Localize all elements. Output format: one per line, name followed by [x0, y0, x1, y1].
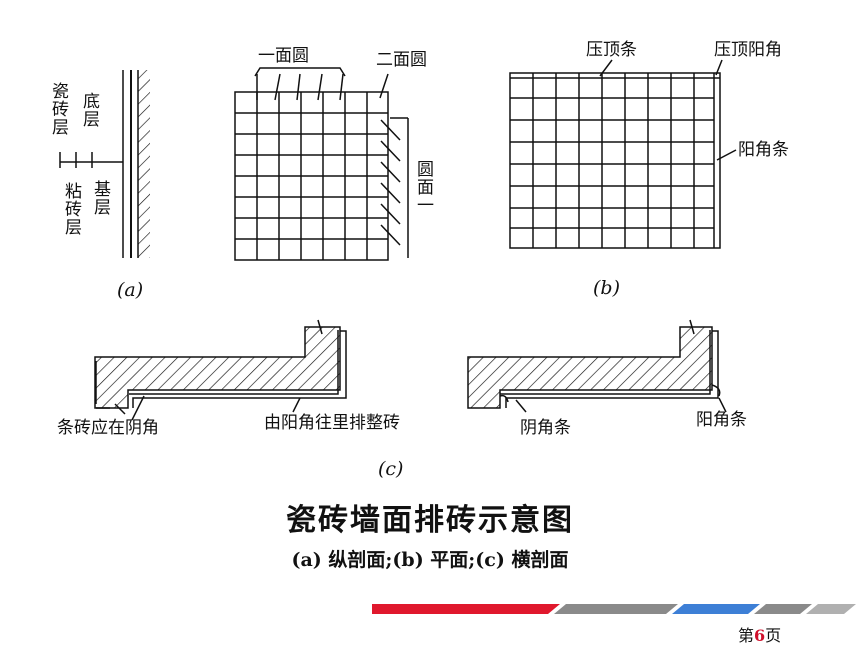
- b-tile-grid: [509, 59, 737, 249]
- label-cap-strip: 压顶条: [586, 40, 637, 60]
- c-right-section: [467, 319, 727, 413]
- label-base-coat: 底层: [79, 92, 99, 128]
- a-tile-grid: [234, 67, 409, 261]
- label-one-side-round: 一面圆: [258, 46, 309, 66]
- label-whole-tiles-note: 由阳角往里排整砖: [264, 413, 400, 433]
- page-prefix: 第: [738, 626, 755, 645]
- label-internal-corner-strip: 阴角条: [520, 418, 571, 438]
- label-side-round: 圆面一: [413, 160, 433, 214]
- label-porcelain-layer: 瓷砖层: [48, 82, 68, 136]
- label-cap-corner: 压顶阳角: [714, 40, 782, 60]
- label-bond-layer: 粘砖层: [61, 182, 81, 236]
- label-two-side-round: 二面圆: [376, 50, 427, 70]
- caption-b: (b): [593, 277, 620, 299]
- figure-subtitle: (a) 纵剖面;(b) 平面;(c) 横剖面: [291, 549, 569, 571]
- page-number-value: 6: [754, 626, 766, 645]
- label-external-corner-strip-c: 阳角条: [696, 410, 747, 430]
- c-left-section: [94, 319, 347, 421]
- page-suffix: 页: [765, 626, 782, 645]
- a-wall-section: [59, 70, 150, 258]
- label-substrate: 基层: [90, 180, 110, 216]
- label-external-corner-strip: 阳角条: [738, 140, 789, 160]
- decor-band: [372, 604, 856, 614]
- label-strip-at-internal-corner: 条砖应在阴角: [57, 418, 159, 438]
- page-number: 第6页: [738, 622, 781, 646]
- caption-c: (c): [378, 458, 404, 480]
- figure-title: 瓷砖墙面排砖示意图: [286, 503, 574, 538]
- caption-a: (a): [117, 279, 144, 301]
